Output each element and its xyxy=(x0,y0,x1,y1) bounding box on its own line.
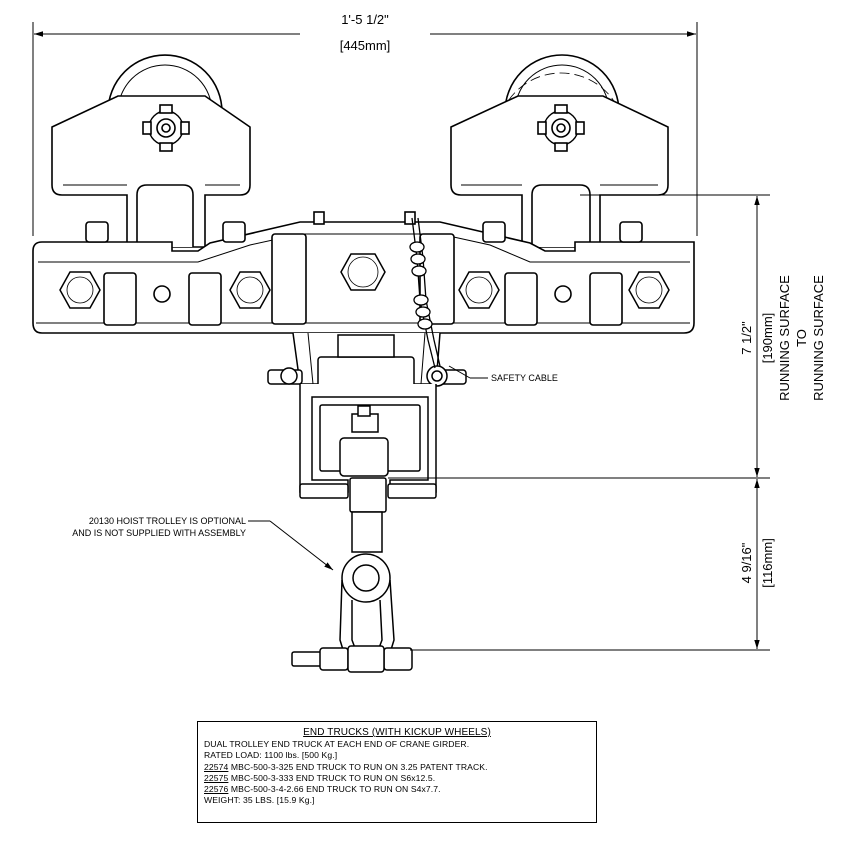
frame-bolts xyxy=(59,253,670,309)
running-height-labels: 7 1/2" [190mm] RUNNING SURFACE TO RUNNIN… xyxy=(739,275,826,401)
vertical-dimensions xyxy=(388,194,770,651)
safety-cable xyxy=(409,217,441,369)
spec-part-description: MBC-500-3-333 END TRUCK TO RUN ON S6x12.… xyxy=(230,772,436,783)
spec-part-description: MBC-500-3-325 END TRUCK TO RUN ON 3.25 P… xyxy=(230,761,488,772)
spec-part-number: 22575 xyxy=(204,772,229,783)
left-wheel-assembly xyxy=(51,54,251,248)
right-wheel-assembly xyxy=(450,54,669,248)
spec-title: END TRUCKS (WITH KICKUP WHEELS) xyxy=(303,727,491,738)
spec-weight: WEIGHT: 35 LBS. [15.9 Kg.] xyxy=(204,795,315,806)
safety-cable-leader xyxy=(448,365,488,379)
hoist-trolley-note-line1: 20130 HOIST TROLLEY IS OPTIONAL xyxy=(89,516,246,526)
lower-height-labels: 4 9/16" [116mm] xyxy=(739,538,775,588)
lower-height-metric: [116mm] xyxy=(760,538,775,588)
lower-height-imperial: 4 9/16" xyxy=(739,542,754,583)
spec-line-description: DUAL TROLLEY END TRUCK AT EACH END OF CR… xyxy=(204,739,470,749)
spec-part-number: 22574 xyxy=(204,761,229,772)
spec-line-rated-load: RATED LOAD: 1100 lbs. [500 Kg.] xyxy=(204,750,338,761)
running-surface-label-2: RUNNING SURFACE xyxy=(811,275,826,401)
spec-item: 22576 MBC-500-3-4-2.66 END TRUCK TO RUN … xyxy=(204,784,590,795)
spec-item: 22574 MBC-500-3-325 END TRUCK TO RUN ON … xyxy=(204,762,590,773)
hoist-trolley-leader xyxy=(248,520,334,571)
hoist-trolley-note-line2: AND IS NOT SUPPLIED WITH ASSEMBLY xyxy=(72,528,246,538)
overall-width-imperial: 1'-5 1/2" xyxy=(341,12,389,27)
hoist-trolley-hook xyxy=(291,511,413,673)
running-surface-label-1: RUNNING SURFACE xyxy=(777,275,792,401)
spec-part-description: MBC-500-3-4-2.66 END TRUCK TO RUN ON S4x… xyxy=(230,784,441,795)
safety-cable-label: SAFETY CABLE xyxy=(491,373,558,383)
running-height-imperial: 7 1/2" xyxy=(739,321,754,355)
spec-part-number: 22576 xyxy=(204,784,229,795)
spec-box: END TRUCKS (WITH KICKUP WHEELS) DUAL TRO… xyxy=(197,721,597,823)
running-surface-label-to: TO xyxy=(794,329,809,347)
overall-width-metric: [445mm] xyxy=(340,38,391,53)
spec-item: 22575 MBC-500-3-333 END TRUCK TO RUN ON … xyxy=(204,773,590,784)
track-section xyxy=(299,384,437,513)
running-height-metric: [190mm] xyxy=(760,313,775,364)
